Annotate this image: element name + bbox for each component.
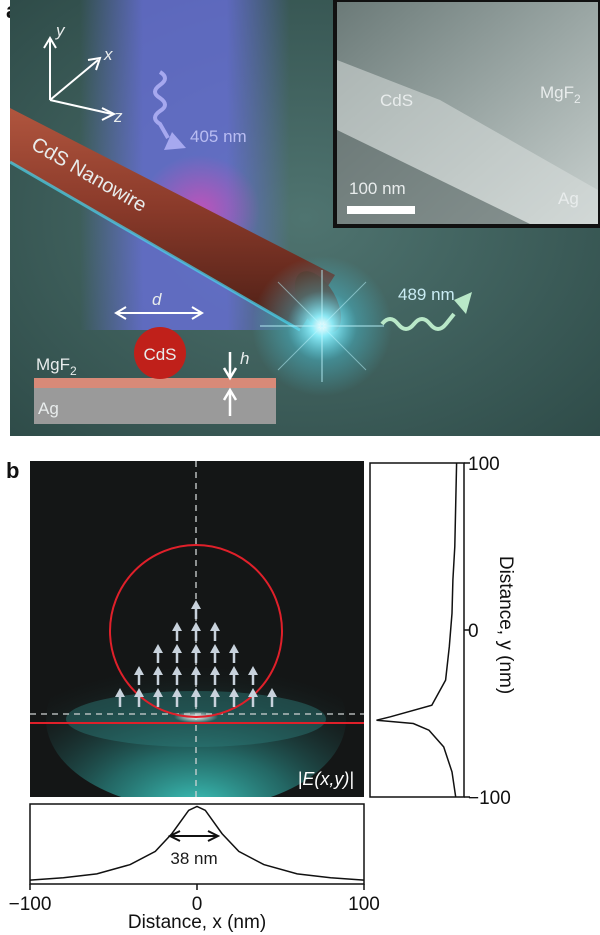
field-vector-arrow bbox=[210, 622, 220, 641]
field-vector-arrow bbox=[210, 688, 220, 707]
field-vector-arrow bbox=[210, 644, 220, 663]
x-axis-label: Distance, x (nm) bbox=[128, 912, 266, 933]
scale-bar bbox=[347, 206, 415, 214]
field-vector-arrow bbox=[248, 688, 258, 707]
excitation-wavelength-label: 405 nm bbox=[190, 127, 247, 146]
field-vector-arrow bbox=[191, 688, 201, 707]
y-tick-label: 100 bbox=[468, 455, 500, 475]
field-vector-arrow bbox=[134, 688, 144, 707]
x-tick-label: 100 bbox=[348, 894, 380, 915]
field-vector-arrow bbox=[191, 622, 201, 641]
panel-a-svg: CdS Nanowire y x z 405 nm 489 nm bbox=[10, 0, 600, 436]
field-vector-arrow bbox=[191, 600, 201, 619]
x-profile-frame bbox=[29, 803, 365, 885]
x-profile-svg: −100 0 100 38 nm Distance, x (nm) bbox=[9, 803, 380, 933]
field-vector-arrow bbox=[191, 666, 201, 685]
panel-b-letter: b bbox=[6, 458, 20, 483]
field-vector-arrow bbox=[267, 688, 277, 707]
field-vector-arrow bbox=[229, 666, 239, 685]
field-vector-arrow bbox=[134, 666, 144, 685]
silver-label: Ag bbox=[38, 399, 59, 418]
emission-glow bbox=[252, 256, 392, 396]
x-profile-plot: −100 0 100 38 nm Distance, x (nm) bbox=[0, 800, 400, 935]
field-vector-arrow bbox=[153, 688, 163, 707]
field-vector-arrow bbox=[172, 688, 182, 707]
y-profile-svg: 100 0 −100 Distance, y (nm) bbox=[369, 455, 516, 805]
y-profile-plot: 100 0 −100 Distance, y (nm) bbox=[368, 455, 600, 805]
field-vector-arrow bbox=[248, 666, 258, 685]
field-vector-arrow bbox=[210, 666, 220, 685]
coordinate-axes bbox=[43, 36, 117, 121]
x-tick-label: −100 bbox=[9, 894, 52, 915]
field-vector-arrow bbox=[172, 666, 182, 685]
field-vector-arrow bbox=[229, 644, 239, 663]
scale-bar-label: 100 nm bbox=[349, 179, 406, 198]
sem-inset bbox=[333, 0, 600, 228]
gap-label: h bbox=[240, 349, 249, 368]
field-map-svg: |E(x,y)| bbox=[30, 461, 364, 797]
cross-section-schematic bbox=[34, 306, 276, 424]
field-vector-arrow bbox=[172, 622, 182, 641]
inset-mgf-label: MgF2 bbox=[540, 83, 581, 106]
axis-z-label: z bbox=[113, 107, 123, 126]
silver-layer bbox=[34, 388, 276, 424]
y-tick-label: −100 bbox=[468, 788, 511, 805]
spacer-layer bbox=[34, 378, 276, 388]
field-vector-arrow bbox=[229, 688, 239, 707]
axis-y-label: y bbox=[55, 21, 66, 40]
panel-a-illustration: CdS Nanowire y x z 405 nm 489 nm bbox=[10, 0, 600, 436]
emission-wave-arrow bbox=[380, 312, 456, 331]
cds-disk-label: CdS bbox=[143, 345, 176, 364]
field-vector-arrow bbox=[172, 644, 182, 663]
x-profile-curve bbox=[29, 805, 365, 881]
inset-cds-label: CdS bbox=[380, 91, 413, 110]
cds-disk bbox=[134, 327, 186, 379]
excitation-arrowhead bbox=[164, 132, 186, 150]
field-magnitude-label: |E(x,y)| bbox=[298, 769, 354, 789]
emission-arrowhead bbox=[454, 292, 472, 314]
field-vector-arrow bbox=[115, 688, 125, 707]
width-label: d bbox=[152, 290, 162, 309]
y-axis-label: Distance, y (nm) bbox=[495, 556, 516, 694]
inset-ag-label: Ag bbox=[558, 189, 579, 208]
field-vector-arrow bbox=[153, 644, 163, 663]
fwhm-label: 38 nm bbox=[170, 849, 217, 868]
excitation-wave-arrow bbox=[153, 70, 170, 139]
axis-x-label: x bbox=[103, 45, 113, 64]
emission-wavelength-label: 489 nm bbox=[398, 285, 455, 304]
y-profile-frame bbox=[369, 462, 465, 798]
x-tick-label: 0 bbox=[192, 894, 203, 915]
field-vector-arrow bbox=[191, 644, 201, 663]
y-tick-label: 0 bbox=[468, 621, 479, 642]
field-map: |E(x,y)| bbox=[30, 461, 364, 797]
y-profile-curve bbox=[376, 462, 458, 798]
field-vector-arrow bbox=[153, 666, 163, 685]
field-vectors bbox=[115, 600, 277, 707]
nanowire-outline-circle bbox=[109, 544, 283, 718]
spacer-label: MgF2 bbox=[36, 355, 77, 378]
